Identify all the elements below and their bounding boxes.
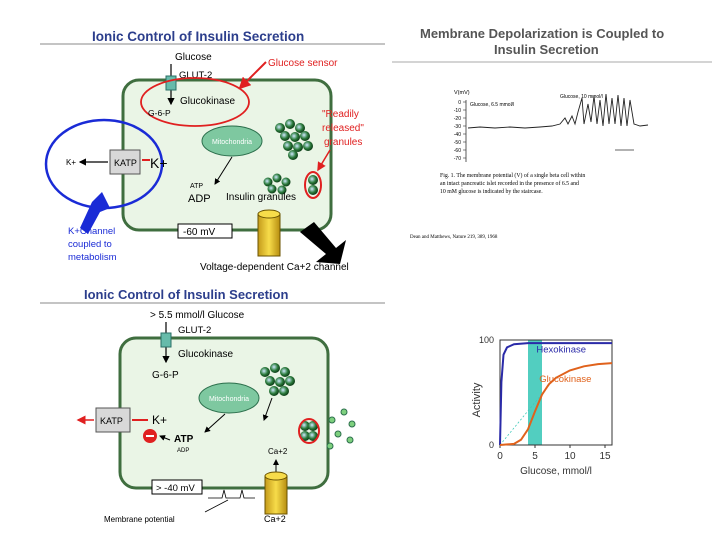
k-plus-label-2: K+ — [152, 413, 167, 427]
panel1-title: Ionic Control of Insulin Secretion — [92, 29, 304, 44]
mitochondria-label: Mitochondria — [212, 139, 252, 146]
series-line-hexokinase — [500, 343, 612, 445]
insulin-granules-label: Insulin granules — [226, 192, 296, 203]
legend-hexokinase: Hexokinase — [536, 345, 586, 356]
trace-y-tick-label: -50 — [454, 140, 461, 146]
y-unit-label: V(mV) — [454, 90, 470, 96]
citation: Dean and Matthews, Nature 219, 389, 1968 — [410, 235, 498, 240]
kchannel-line1: K+Channel — [68, 226, 115, 237]
ca-in-label: Ca+2 — [268, 447, 288, 456]
chart-x-tick-label: 5 — [532, 451, 538, 462]
trace-label-1: Glucose, 6.5 mmol/l — [470, 102, 514, 108]
vdcc-label: Voltage-dependent Ca+2 channel — [200, 262, 349, 273]
released-insulin — [327, 409, 355, 449]
glucose-label: Glucose — [175, 52, 212, 63]
membrane-trace-figure: V(mV) Glucose, 6.5 mmol/l Glucose, 10 mm… — [454, 90, 648, 162]
trace-y-tick-label: -10 — [454, 108, 461, 114]
ca-channel-2 — [265, 476, 287, 514]
adp-label-2: ADP — [177, 448, 189, 454]
trace-y-tick-label: -20 — [454, 116, 461, 122]
chart-y-tick-label: 100 — [479, 335, 494, 345]
ca-channel — [258, 214, 280, 256]
trace-y-tick-label: -40 — [454, 132, 461, 138]
readily-released-line2: released" — [322, 123, 364, 134]
glucose-sensor-label: Glucose sensor — [268, 58, 338, 69]
kchannel-line3: metabolism — [68, 252, 117, 263]
mp-pointer-line — [205, 500, 228, 512]
k-ion-label: K+ — [66, 158, 76, 167]
caption-line1: Fig. 1. The membrane potential (V) of a … — [440, 172, 585, 179]
chart-y-tick-label: 0 — [489, 440, 494, 450]
glucose-physiological-band — [528, 340, 542, 445]
mitochondria-label-2: Mitochondria — [209, 396, 249, 403]
trace-y-tick-label: -30 — [454, 124, 461, 130]
glucose-label-2: > 5.5 mmol/l Glucose — [150, 310, 245, 321]
katp-label: KATP — [114, 158, 137, 168]
legend-glucokinase: Glucokinase — [539, 374, 591, 385]
membrane-potential-label: Membrane potential — [104, 515, 175, 524]
katp-label-2: KATP — [100, 416, 123, 426]
chart-ylabel: Activity — [471, 382, 483, 417]
panel2-title-line1: Membrane Depolarization is Coupled to — [420, 26, 664, 41]
trace-y-ticks: 0 -10 -20 -30 -40 -50 -60 -70 — [454, 100, 466, 162]
glucokinase-label-2: Glucokinase — [178, 349, 233, 360]
trace-y-tick-label: -70 — [454, 156, 461, 162]
chart-xlabel: Glucose, mmol/l — [520, 466, 592, 477]
chart-plot-area — [500, 340, 612, 445]
glut2-transporter — [166, 76, 176, 90]
panel-ionic-control-top: Ionic Control of Insulin Secretion Gluco… — [40, 29, 385, 273]
chart-x-tick-label: 10 — [564, 451, 576, 462]
panel2-title-line2: Insulin Secretion — [494, 42, 599, 57]
panel3-title: Ionic Control of Insulin Secretion — [84, 287, 288, 302]
panel-ionic-control-bottom: Ionic Control of Insulin Secretion > 5.5… — [40, 287, 385, 524]
adp-label: ADP — [188, 193, 211, 205]
ca-channel-top — [258, 210, 280, 218]
caption-line2: an intact pancreatic islet recorded in t… — [440, 180, 579, 187]
ca-channel-top-2 — [265, 472, 287, 480]
atp-label: ATP — [190, 183, 203, 190]
g6p-label-2: G-6-P — [152, 370, 179, 381]
kchannel-line2: coupled to — [68, 239, 112, 250]
glut2-transporter-2 — [161, 333, 171, 347]
trace-y-tick-label: 0 — [458, 100, 461, 106]
panel-membrane-depolarization: Membrane Depolarization is Coupled to In… — [392, 26, 712, 240]
chart-x-tick-label: 15 — [599, 451, 611, 462]
g6p-label: G-6-P — [148, 108, 171, 118]
membrane-potential-trace — [208, 490, 255, 498]
ca-out-label: Ca+2 — [264, 514, 286, 524]
trace-y-tick-label: -60 — [454, 148, 461, 154]
atp-label-2: ATP — [174, 434, 194, 445]
glut2-label-2: GLUT-2 — [178, 325, 211, 336]
caption-line3: 10 mM glucose is indicated by the stairc… — [440, 189, 543, 195]
chart-x-tick-label: 0 — [497, 451, 503, 462]
readily-released-line1: "Readily — [322, 109, 359, 120]
minus60-label: -60 mV — [183, 227, 216, 238]
minus40-label: > -40 mV — [156, 483, 195, 494]
membrane-trace-line — [468, 94, 648, 128]
glucokinase-label: Glucokinase — [180, 96, 235, 107]
readily-released-line3: granules — [324, 137, 362, 148]
k-plus-label: K+ — [150, 155, 168, 171]
glucokinase-hexokinase-chart: Activity Glucose, mmol/l 0 5 10 15 0 100Hexok… — [471, 335, 612, 477]
